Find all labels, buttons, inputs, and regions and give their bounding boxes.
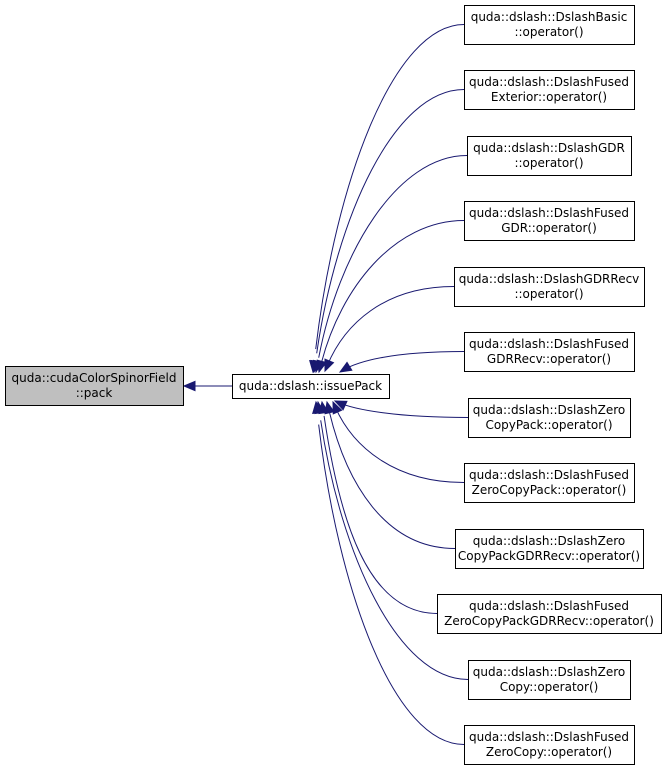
node-c10[interactable]: quda::dslash::DslashFusedZeroCopyPackGDR… (437, 594, 662, 634)
edge-line (334, 407, 465, 483)
node-box (437, 594, 662, 634)
node-label-line: GDRRecv::operator() (487, 352, 611, 366)
node-label-line: quda::dslash::DslashGDRRecv (459, 272, 640, 286)
edge-c12-to-issuePack (312, 400, 465, 745)
node-box (464, 201, 635, 241)
edge-c11-to-issuePack (314, 400, 469, 680)
node-label-line: quda::dslash::DslashBasic (471, 10, 628, 24)
node-label-line: CopyPackGDRRecv::operator() (458, 549, 640, 563)
edge-line (328, 411, 456, 549)
node-label-line: ZeroCopyPack::operator() (472, 483, 627, 497)
node-label-line: GDR::operator() (501, 221, 597, 235)
arrow-head (316, 359, 328, 374)
node-label-line: quda::dslash::DslashFused (469, 468, 629, 482)
node-c7[interactable]: quda::dslash::DslashZeroCopyPack::operat… (468, 398, 631, 438)
edge-c2-to-issuePack (310, 89, 465, 374)
node-box (468, 660, 631, 700)
edge-c6-to-issuePack (338, 351, 465, 373)
node-label-line: ZeroCopyPackGDRRecv::operator() (444, 614, 654, 628)
edge-c3-to-issuePack (312, 155, 468, 374)
node-label-line: quda::dslash::DslashZero (473, 665, 625, 679)
edge-line (323, 415, 438, 614)
edge-c7-to-issuePack (333, 400, 469, 418)
edge-c8-to-issuePack (332, 400, 465, 483)
arrow-head (312, 400, 323, 415)
node-box (464, 70, 635, 110)
edge-issuePack-to-pack (182, 380, 232, 392)
node-c3[interactable]: quda::dslash::DslashGDR::operator() (467, 136, 632, 176)
arrow-head (332, 400, 343, 415)
node-label-line: ::operator() (514, 25, 583, 39)
node-c12[interactable]: quda::dslash::DslashFusedZeroCopy::opera… (464, 725, 635, 765)
edge-line (341, 351, 465, 372)
edge-line (337, 401, 469, 418)
node-c2[interactable]: quda::dslash::DslashFusedExterior::opera… (464, 70, 635, 110)
node-label-line: Exterior::operator() (491, 90, 607, 104)
node-label-line: ::operator() (514, 287, 583, 301)
node-label-line: quda::dslash::DslashZero (473, 403, 625, 417)
node-box (455, 529, 644, 569)
node-box (454, 267, 645, 307)
node-label-line: ZeroCopy::operator() (486, 745, 612, 759)
edge-line (320, 420, 469, 680)
edge-line (318, 424, 465, 745)
node-label-line: ::pack (76, 386, 113, 400)
node-label-line: quda::dslash::DslashFused (469, 206, 629, 220)
node-label-line: quda::cudaColorSpinorField (12, 371, 177, 385)
node-label-line: quda::dslash::DslashFused (469, 337, 629, 351)
edge-line (321, 220, 465, 363)
arrow-head (182, 380, 196, 392)
node-box (464, 5, 635, 45)
edge-c10-to-issuePack (318, 400, 438, 614)
node-box (232, 374, 390, 399)
node-c6[interactable]: quda::dslash::DslashFusedGDRRecv::operat… (464, 332, 635, 372)
node-label-line: quda::dslash::DslashFused (469, 599, 629, 613)
edge-line (315, 24, 465, 350)
node-box (467, 136, 632, 176)
node-c5[interactable]: quda::dslash::DslashGDRRecv::operator() (454, 267, 645, 307)
node-label-line: quda::dslash::DslashZero (473, 534, 625, 548)
arrow-head (338, 361, 353, 373)
node-label-line: Copy::operator() (500, 680, 599, 694)
node-c1[interactable]: quda::dslash::DslashBasic::operator() (464, 5, 635, 45)
node-c8[interactable]: quda::dslash::DslashFusedZeroCopyPack::o… (464, 463, 635, 503)
node-label-line: quda::dslash::issuePack (239, 379, 382, 393)
node-c9[interactable]: quda::dslash::DslashZeroCopyPackGDRRecv:… (455, 529, 644, 569)
node-label-line: CopyPack::operator() (485, 418, 612, 432)
edge-line (318, 155, 468, 358)
edge-c4-to-issuePack (316, 220, 465, 374)
node-label-line: quda::dslash::DslashFused (469, 730, 629, 744)
node-box (468, 398, 631, 438)
arrow-head (324, 358, 335, 373)
arrow-head (333, 400, 348, 411)
node-issuePack[interactable]: quda::dslash::issuePack (232, 374, 390, 399)
edge-c1-to-issuePack (309, 24, 465, 374)
node-label-line: ::operator() (514, 156, 583, 170)
edges-layer (182, 24, 469, 745)
edge-c5-to-issuePack (324, 286, 455, 373)
node-box (464, 332, 635, 372)
node-box (5, 366, 184, 406)
node-label-line: quda::dslash::DslashGDR (473, 141, 625, 155)
node-box (464, 463, 635, 503)
node-pack: quda::cudaColorSpinorField::pack (5, 366, 184, 406)
edge-line (316, 89, 465, 354)
node-box (464, 725, 635, 765)
edge-line (326, 286, 455, 366)
node-label-line: quda::dslash::DslashFused (469, 75, 629, 89)
